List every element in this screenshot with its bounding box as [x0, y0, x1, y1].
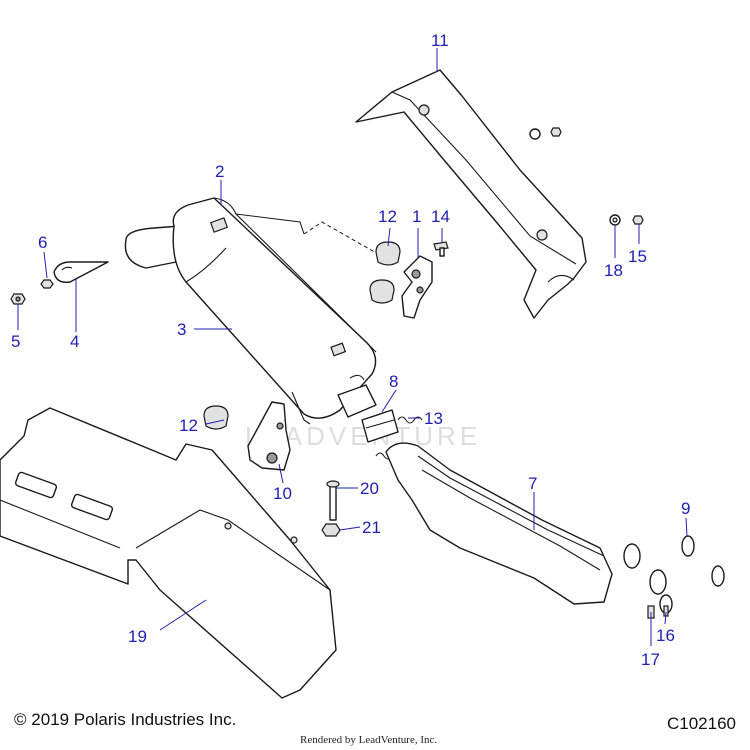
callout-12-lower: 12	[179, 416, 198, 435]
callout-15: 15	[628, 247, 647, 266]
callout-3: 3	[177, 320, 186, 339]
muffler	[124, 197, 377, 425]
callout-12-upper: 12	[378, 207, 397, 226]
screw-5	[10, 293, 26, 305]
leader-lines	[17, 48, 688, 646]
bolt-20	[326, 480, 340, 521]
washer-18	[609, 214, 621, 226]
nut-21	[321, 523, 341, 537]
callout-8: 8	[389, 372, 398, 391]
callout-19: 19	[128, 627, 147, 646]
callout-13: 13	[424, 409, 443, 428]
grommet-12-upper	[369, 241, 401, 304]
mount-bracket-1	[401, 255, 433, 319]
callout-16: 16	[656, 626, 675, 645]
nut-15	[632, 215, 644, 225]
grommet-12-lower	[203, 405, 229, 430]
head-pipe	[385, 442, 673, 614]
callout-14: 14	[431, 207, 450, 226]
rendered-by-text: Rendered by LeadVenture, Inc.	[300, 734, 438, 746]
washer-upper-small	[529, 127, 562, 140]
nut-6	[40, 279, 54, 289]
gasket-8	[361, 409, 399, 443]
callout-7: 7	[528, 474, 537, 493]
heat-shield-lower	[0, 407, 337, 699]
callout-2: 2	[215, 162, 224, 181]
callout-11: 11	[431, 31, 449, 50]
callout-10: 10	[273, 484, 292, 503]
callout-5: 5	[11, 332, 20, 351]
diagram-id: C102160	[666, 714, 736, 733]
callout-21: 21	[362, 518, 381, 537]
callout-1: 1	[412, 207, 421, 226]
end-cap	[53, 261, 109, 283]
seal-ring-9	[681, 535, 725, 587]
bracket-10	[247, 401, 291, 471]
callout-9: 9	[681, 499, 690, 518]
copyright-text: © 2019 Polaris Industries Inc.	[14, 710, 237, 729]
callout-20: 20	[360, 479, 379, 498]
bolt-14	[433, 241, 449, 257]
callout-17: 17	[641, 650, 660, 669]
heat-shield-upper	[355, 69, 587, 319]
callout-6: 6	[38, 233, 47, 252]
callout-4: 4	[70, 332, 79, 351]
routing-line	[303, 221, 379, 255]
callout-18: 18	[604, 261, 623, 280]
